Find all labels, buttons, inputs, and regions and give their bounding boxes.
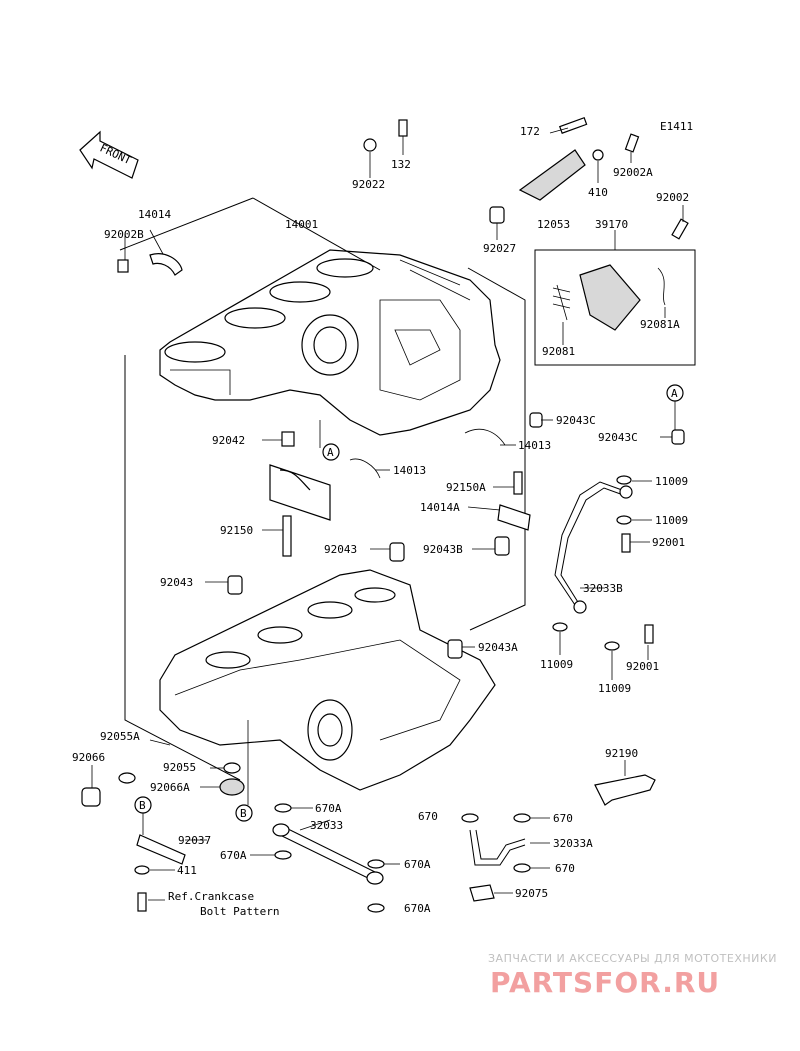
part-label: 92001	[626, 660, 659, 673]
part-label: 32033B	[583, 582, 623, 595]
thrust-bearing-14014	[149, 253, 183, 276]
part-label: 670	[418, 810, 438, 823]
chain-guide-part	[552, 264, 666, 331]
part-label: 92081	[542, 345, 575, 358]
part-label: 32033	[310, 819, 343, 832]
part-label: 92043A	[478, 641, 518, 654]
part-label: 92037	[178, 834, 211, 847]
part-label: 92066A	[150, 781, 190, 794]
watermark-tagline: ЗАПЧАСТИ И АКСЕССУАРЫ ДЛЯ МОТОТЕХНИКИ	[488, 952, 777, 965]
part-label: 92055	[163, 761, 196, 774]
cam-chain-tensioner-group	[363, 116, 689, 240]
part-label: 92002B	[104, 228, 144, 241]
callout-b-1: B	[235, 804, 253, 822]
oil-pipe-32033	[272, 803, 385, 913]
callout-a-1: A	[322, 443, 340, 461]
part-label: 14013	[518, 439, 551, 452]
part-label: 670A	[315, 802, 342, 815]
part-label: 92043B	[423, 543, 463, 556]
part-label: 14014A	[420, 501, 460, 514]
part-label: 670A	[220, 849, 247, 862]
part-label: 92001	[652, 536, 685, 549]
callout-a-2: A	[666, 384, 684, 402]
part-label: 92075	[515, 887, 548, 900]
part-label: 11009	[655, 475, 688, 488]
part-label: 92150A	[446, 481, 486, 494]
part-label: 32033A	[553, 837, 593, 850]
part-label: 92002A	[613, 166, 653, 179]
part-label: 670	[553, 812, 573, 825]
svg-text:A: A	[327, 446, 334, 459]
ref-note-line1: Ref.Crankcase	[168, 890, 254, 903]
ref-note-line2: Bolt Pattern	[200, 905, 279, 918]
part-label: 11009	[540, 658, 573, 671]
watermark-brand: PARTSFOR.RU	[490, 966, 720, 999]
front-arrow-icon: FRONT	[79, 130, 139, 179]
oil-pipe-32033B	[552, 475, 654, 651]
part-label: 12053	[537, 218, 570, 231]
bearing-cap-block	[269, 431, 331, 521]
part-label: 92066	[72, 751, 105, 764]
part-label: 92081A	[640, 318, 680, 331]
part-label: 411	[177, 864, 197, 877]
part-label: 11009	[655, 514, 688, 527]
part-label: 172	[520, 125, 540, 138]
part-label: 92055A	[100, 730, 140, 743]
part-label: 92002	[656, 191, 689, 204]
part-label: 14001	[285, 218, 318, 231]
part-label: 92043	[324, 543, 357, 556]
breather-hose-92190	[594, 774, 656, 806]
diagram-code: E1411	[660, 120, 693, 133]
part-label: 92043C	[598, 431, 638, 444]
part-label: 132	[391, 158, 411, 171]
part-label: 14013	[393, 464, 426, 477]
part-label: 92043	[160, 576, 193, 589]
oil-pipe-32033A	[461, 813, 531, 902]
part-label: 670A	[404, 902, 431, 915]
part-label: 670A	[404, 858, 431, 871]
part-label: 670	[555, 862, 575, 875]
part-label: 92042	[212, 434, 245, 447]
part-label: 410	[588, 186, 608, 199]
svg-text:B: B	[139, 799, 146, 812]
leader-lines	[91, 127, 684, 901]
part-label: 92190	[605, 747, 638, 760]
upper-crankcase	[159, 249, 501, 436]
callout-b-2: B	[134, 796, 152, 814]
part-label: 92043C	[556, 414, 596, 427]
part-label: 92150	[220, 524, 253, 537]
svg-text:A: A	[671, 387, 678, 400]
part-label: 92022	[352, 178, 385, 191]
part-label: 11009	[598, 682, 631, 695]
svg-text:B: B	[240, 807, 247, 820]
lower-crankcase	[159, 569, 496, 791]
part-label: 14014	[138, 208, 171, 221]
part-label: 39170	[595, 218, 628, 231]
part-label: 92027	[483, 242, 516, 255]
